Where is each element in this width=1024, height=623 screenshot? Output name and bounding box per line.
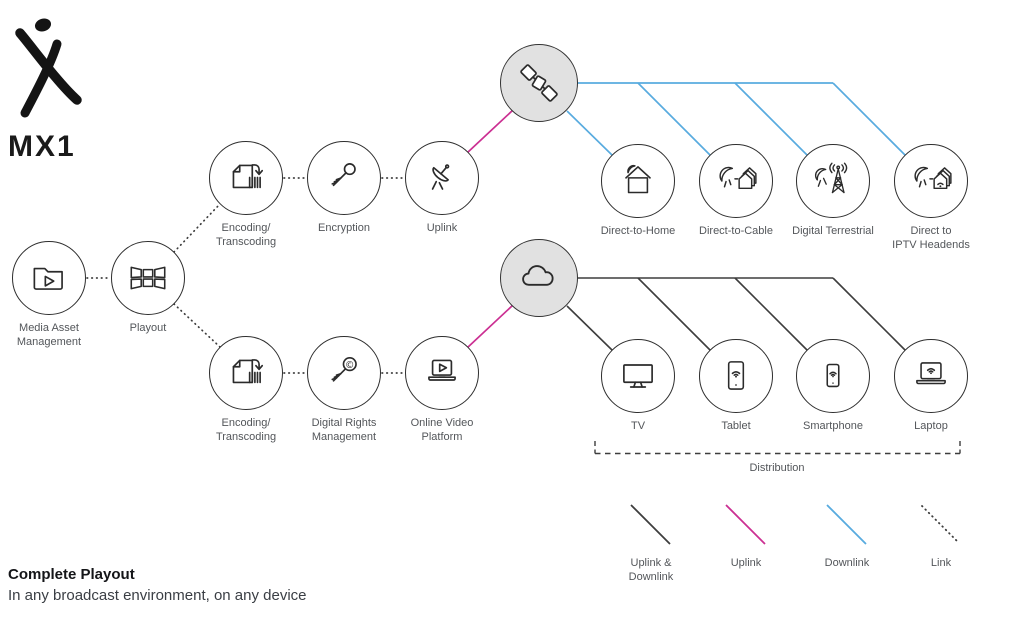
- tv-icon: [601, 339, 675, 413]
- node-label: Uplink: [426, 222, 458, 234]
- node-label: Encoding/ Transcoding: [215, 417, 277, 444]
- node-digital-rights-management: © Digital Rights Management: [307, 336, 381, 443]
- node-cloud-hub: [500, 239, 578, 317]
- node-label: Encoding/ Transcoding: [215, 222, 277, 249]
- legend-label: Uplink: [730, 557, 762, 569]
- node-direct-to-home: Direct-to-Home: [601, 144, 675, 237]
- legend-label: Downlink: [824, 557, 870, 569]
- node-label: Smartphone: [803, 420, 863, 432]
- home-dish-icon: [601, 144, 675, 218]
- laptop-wifi-icon: [894, 339, 968, 413]
- node-online-video-platform: Online Video Platform: [405, 336, 479, 443]
- cloud-icon: [500, 239, 578, 317]
- node-smartphone: Smartphone: [796, 339, 870, 432]
- key-icon: [307, 141, 381, 215]
- node-satellite-hub: [500, 44, 578, 122]
- downlink-legend-line: [826, 504, 867, 545]
- caption-title: Complete Playout: [8, 566, 135, 583]
- mx1-logo-mark: [10, 8, 120, 135]
- node-encoding-transcoding-bottom: Encoding/ Transcoding: [209, 336, 283, 443]
- node-label: Laptop: [914, 420, 948, 432]
- node-tablet: Tablet: [699, 339, 773, 432]
- document-encode-icon: [209, 141, 283, 215]
- dish-houses-icon: [699, 144, 773, 218]
- legend-item-downlink: Downlink: [795, 502, 899, 570]
- key-copyright-icon: ©: [307, 336, 381, 410]
- legend-item-uplink-downlink: Uplink & Downlink: [599, 502, 703, 585]
- tablet-icon: [699, 339, 773, 413]
- distribution-bracket: [594, 441, 961, 455]
- satellite-dish-icon: [405, 141, 479, 215]
- distribution-label: Distribution: [749, 462, 805, 474]
- node-label: Direct-to-Cable: [699, 225, 773, 237]
- legend-item-link: Link: [889, 502, 993, 570]
- tower-dish-icon: [796, 144, 870, 218]
- caption: Complete Playout In any broadcast enviro…: [8, 566, 307, 604]
- node-encryption: Encryption: [307, 141, 381, 234]
- node-label: Playout: [129, 322, 167, 334]
- satellite-icon: [500, 44, 578, 122]
- node-media-asset-management: Media Asset Management: [12, 241, 86, 348]
- node-digital-terrestrial: Digital Terrestrial: [792, 144, 874, 237]
- mx1-logo-text: MX1: [8, 130, 76, 163]
- node-label: Tablet: [721, 420, 751, 432]
- svg-text:©: ©: [345, 360, 354, 371]
- node-label: Encryption: [318, 222, 370, 234]
- folder-play-icon: [12, 241, 86, 315]
- node-label: Direct to IPTV Headends: [892, 225, 970, 252]
- link-legend-line: [921, 505, 960, 544]
- dish-houses-wifi-icon: [894, 144, 968, 218]
- node-label: Online Video Platform: [410, 417, 474, 444]
- node-tv: TV: [601, 339, 675, 432]
- document-encode-icon: [209, 336, 283, 410]
- uplink-downlink-legend-line: [630, 504, 671, 545]
- legend-item-uplink: Uplink: [694, 502, 798, 570]
- node-uplink: Uplink: [405, 141, 479, 234]
- node-label: Digital Rights Management: [311, 417, 377, 444]
- node-label: Direct-to-Home: [600, 225, 676, 237]
- node-playout: Playout: [111, 241, 185, 334]
- node-direct-to-cable: Direct-to-Cable: [699, 144, 773, 237]
- video-wall-icon: [111, 241, 185, 315]
- laptop-play-icon: [405, 336, 479, 410]
- node-label: Digital Terrestrial: [792, 225, 874, 237]
- node-laptop: Laptop: [894, 339, 968, 432]
- uplink-legend-line: [725, 504, 766, 545]
- caption-subtitle: In any broadcast environment, on any dev…: [8, 587, 307, 604]
- legend-label: Link: [930, 557, 952, 569]
- node-label: Media Asset Management: [16, 322, 82, 349]
- legend-label: Uplink & Downlink: [628, 557, 674, 584]
- node-iptv-headends: Direct to IPTV Headends: [892, 144, 970, 251]
- smartphone-icon: [796, 339, 870, 413]
- node-encoding-transcoding-top: Encoding/ Transcoding: [209, 141, 283, 248]
- node-label: TV: [630, 420, 646, 432]
